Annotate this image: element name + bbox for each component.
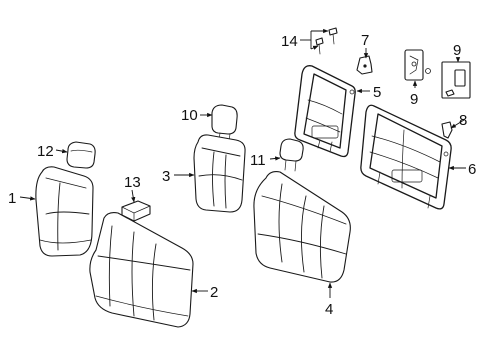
part-12-headrest — [66, 141, 96, 169]
callout-3: 3 — [162, 168, 170, 185]
part-3-seat-back-center — [193, 134, 246, 213]
part-11-headrest — [279, 138, 304, 172]
part-13-armrest — [121, 200, 151, 222]
callout-9b: 9 — [453, 42, 461, 59]
part-9-latch — [404, 49, 431, 81]
part-5-seat-frame — [294, 65, 356, 158]
part-9-bracket — [441, 61, 471, 99]
callout-7: 7 — [361, 32, 369, 49]
part-8-bolt — [441, 121, 453, 139]
callouts: 1 2 3 4 5 6 7 8 9 9 10 11 12 13 14 — [8, 32, 476, 318]
leader-8 — [450, 119, 465, 129]
leader-lines — [19, 28, 466, 298]
callout-1: 1 — [8, 190, 16, 207]
callout-4: 4 — [325, 301, 333, 318]
callout-6: 6 — [468, 161, 476, 178]
callout-14: 14 — [281, 33, 298, 50]
part-7-bracket — [356, 55, 373, 75]
leader-13 — [131, 189, 136, 203]
callout-8: 8 — [459, 112, 467, 129]
part-1-seat-back-left — [35, 166, 94, 257]
leader-14-bottom — [310, 45, 319, 50]
callout-11: 11 — [250, 152, 266, 169]
callout-13: 13 — [124, 174, 141, 191]
part-14-bolts — [315, 27, 338, 55]
leader-12 — [55, 149, 68, 154]
part-4-seat-back-rear — [253, 171, 351, 283]
callout-2: 2 — [210, 284, 218, 301]
leader-1 — [19, 196, 36, 201]
part-10-headrest — [211, 104, 238, 142]
callout-5: 5 — [373, 84, 381, 101]
part-2-seat-cushion — [89, 212, 194, 328]
callout-12: 12 — [37, 143, 54, 160]
callout-10: 10 — [181, 107, 198, 124]
leader-11 — [269, 156, 281, 161]
callout-9a: 9 — [410, 91, 418, 108]
part-6-seat-frame — [360, 104, 452, 210]
